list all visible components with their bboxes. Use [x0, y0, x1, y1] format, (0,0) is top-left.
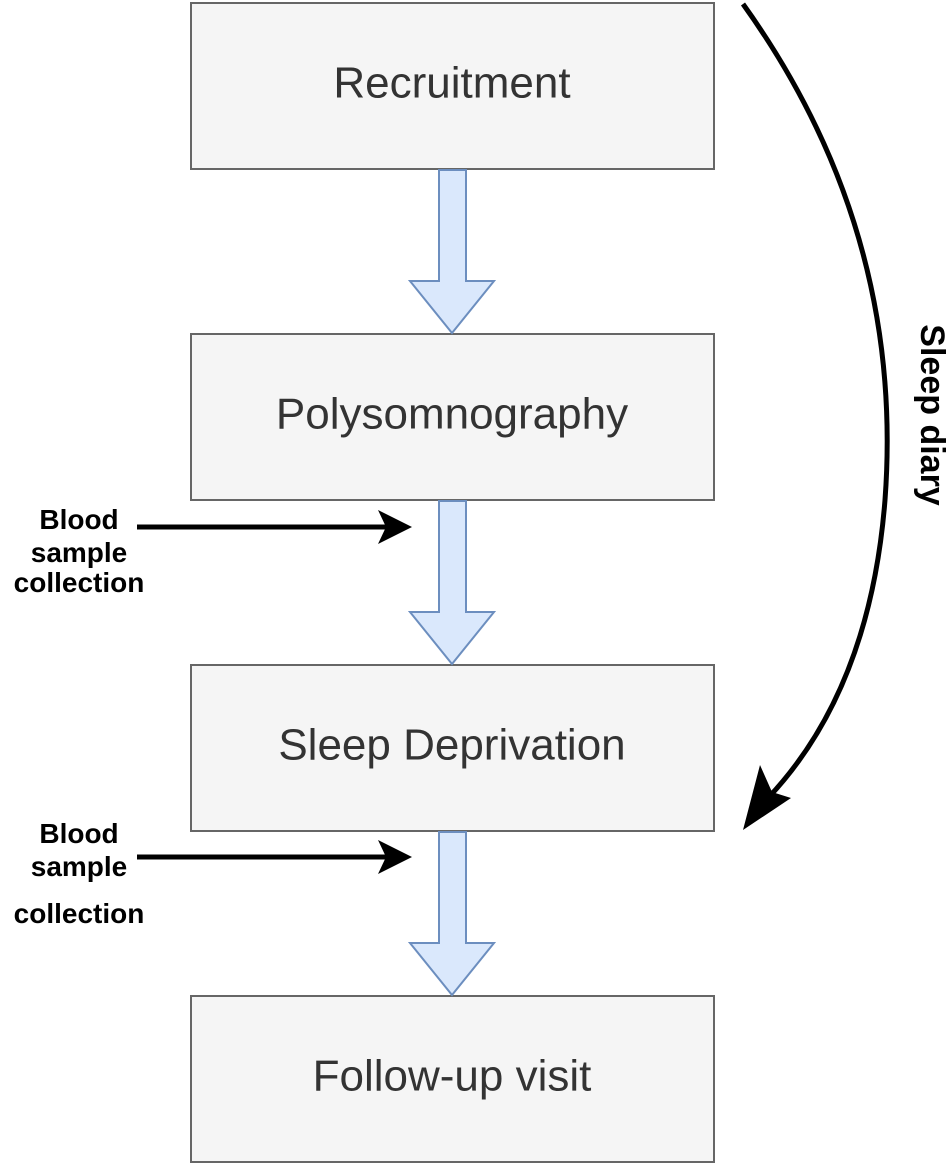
- step-label: Recruitment: [333, 59, 570, 108]
- annotation-arrow-head: [378, 510, 412, 544]
- annotation-line: collection: [14, 567, 145, 598]
- blood-sample-annotation-2: Blood sample collection: [14, 818, 412, 929]
- step-sleep-deprivation: Sleep Deprivation: [190, 664, 715, 832]
- step-follow-up-visit: Follow-up visit: [190, 995, 715, 1163]
- annotation-line: sample: [31, 851, 128, 882]
- flow-arrow-3: [407, 831, 497, 997]
- sleep-diary-annotation: Sleep diary: [740, 2, 950, 830]
- sleep-diary-arrow-head: [743, 765, 791, 830]
- step-recruitment: Recruitment: [190, 2, 715, 170]
- step-label: Polysomnography: [276, 390, 628, 439]
- blood-sample-annotation-1: Blood sample collection: [14, 504, 412, 598]
- step-label: Sleep Deprivation: [278, 721, 625, 770]
- annotation-line: collection: [14, 898, 145, 929]
- flow-arrow-2: [407, 500, 497, 666]
- flow-arrow-1: [407, 169, 497, 335]
- annotation-line: Blood: [39, 818, 118, 849]
- annotation-line: Blood: [39, 504, 118, 535]
- sleep-diary-curve: [740, 2, 890, 800]
- annotation-arrow-head: [378, 840, 412, 874]
- sleep-diary-label: Sleep diary: [913, 324, 950, 506]
- step-polysomnography: Polysomnography: [190, 333, 715, 501]
- annotation-line: sample: [31, 537, 128, 568]
- step-label: Follow-up visit: [313, 1052, 592, 1101]
